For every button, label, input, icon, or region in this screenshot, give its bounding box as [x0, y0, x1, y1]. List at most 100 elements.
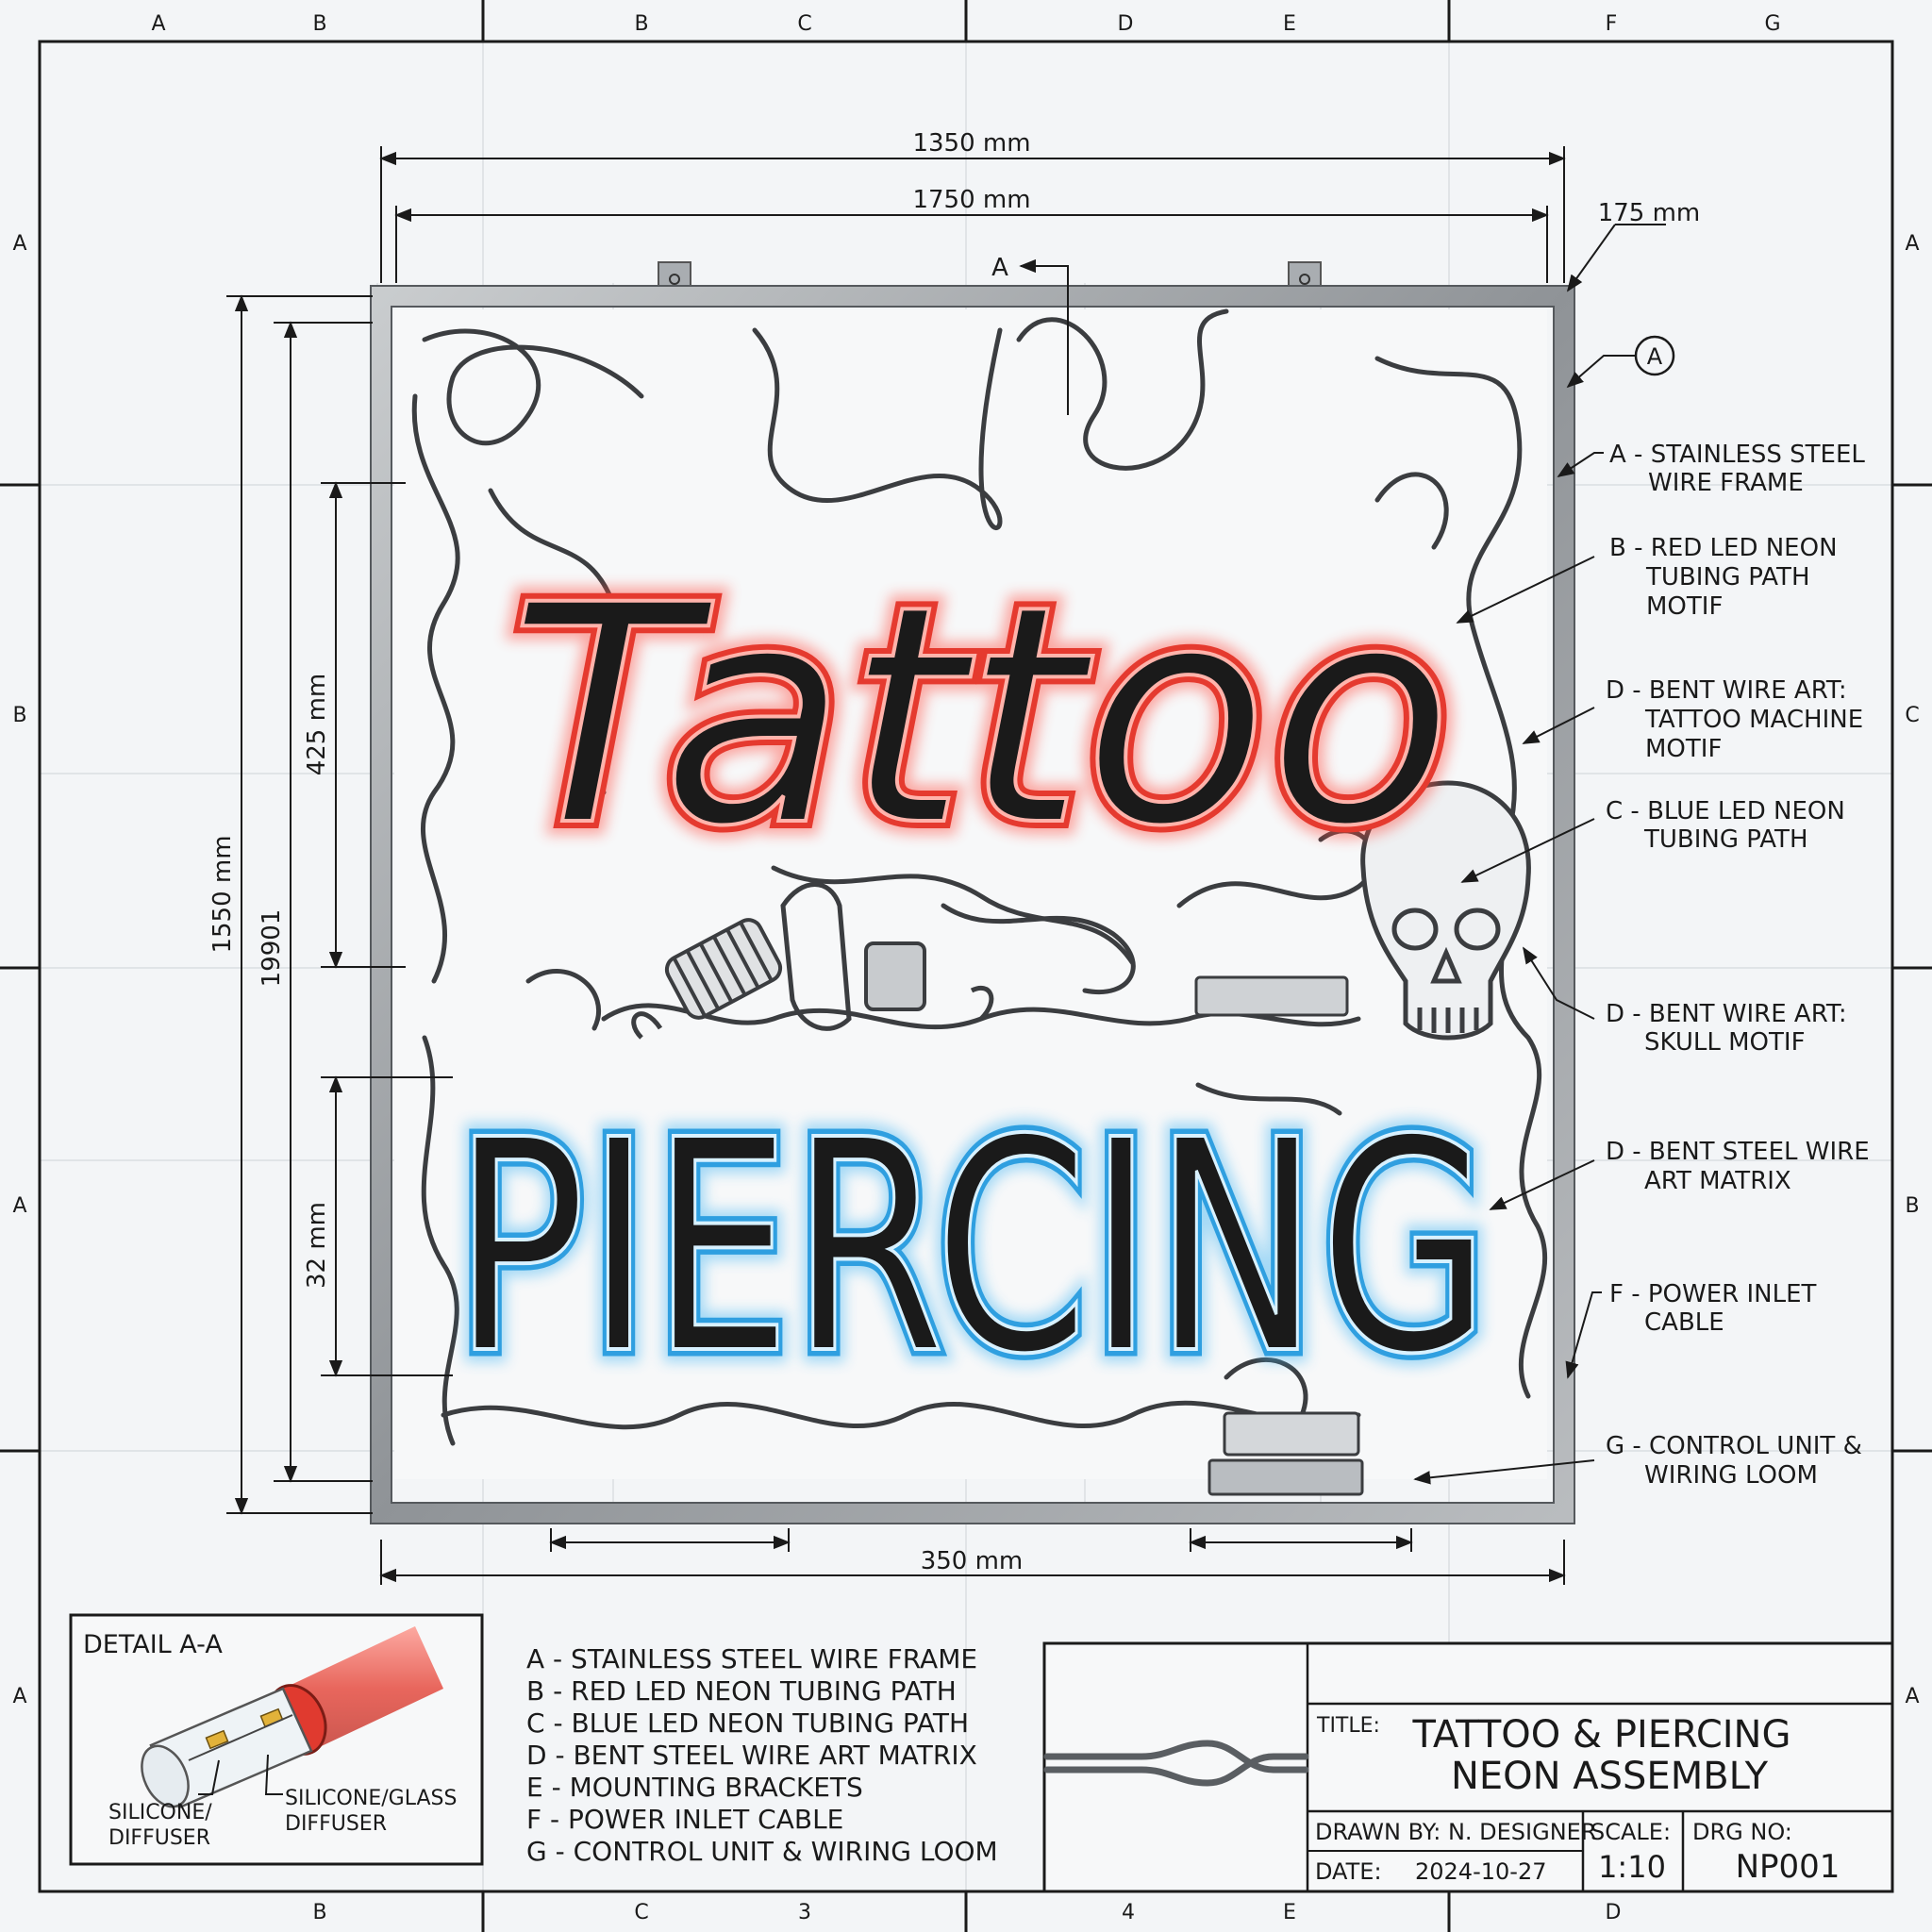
callout-a-line1: A - STAINLESS STEEL — [1609, 441, 1865, 469]
neon-piercing-highlight: PIERCING — [453, 1078, 1491, 1419]
grid-label: 3 — [798, 1901, 811, 1924]
grid-labels-bottom: B C 3 4 E D — [312, 1901, 1621, 1924]
callout-d2-line1: D - BENT WIRE ART: — [1606, 1000, 1847, 1028]
legend-item: A - STAINLESS STEEL WIRE FRAME — [526, 1643, 977, 1674]
callout-leaders — [1413, 452, 1604, 1485]
tube-cross-section — [141, 1626, 443, 1809]
grid-label: E — [1283, 12, 1296, 36]
grid-label: A — [12, 1685, 26, 1708]
callout-d3-line2: ART MATRIX — [1644, 1167, 1791, 1195]
control-unit-lower — [1208, 1411, 1364, 1496]
detail-label-left-1: SILICONE/ — [108, 1801, 212, 1824]
neon-tattoo-glow: Tattoo — [509, 541, 1453, 892]
grid-label: C — [1905, 704, 1919, 727]
callout-d2-line2: SKULL MOTIF — [1644, 1028, 1806, 1057]
grid-label: B — [312, 1901, 326, 1924]
callout-d1-line3: MOTIF — [1645, 735, 1722, 763]
legend-item: D - BENT STEEL WIRE ART MATRIX — [526, 1740, 977, 1771]
grid-labels-left: A B A A — [12, 232, 26, 1708]
grid-label: A — [12, 1194, 26, 1218]
dim-left-inner: 19901 — [258, 909, 286, 988]
grid-label: G — [1764, 12, 1780, 36]
callout-c-line2: TUBING PATH — [1643, 825, 1808, 854]
callout-labels: A - STAINLESS STEEL WIRE FRAME B - RED L… — [1606, 441, 1870, 1490]
neon-piercing: PIERCING PIERCING PIERCING — [440, 1065, 1504, 1432]
grid-label: A — [12, 232, 26, 256]
detail-label-left-2: DIFFUSER — [108, 1826, 210, 1850]
grid-label: A — [1905, 232, 1919, 256]
scale-value: 1:10 — [1598, 1849, 1666, 1885]
detail-title: DETAIL A-A — [83, 1630, 223, 1659]
control-unit-upper — [1194, 975, 1349, 1017]
dimension-lines — [226, 146, 1666, 1585]
neon-tattoo: Tattoo Tattoo Tattoo — [495, 527, 1467, 907]
stainless-steel-wire-frame — [370, 285, 1575, 1524]
callout-d1-line2: TATTOO MACHINE — [1644, 706, 1863, 734]
detail-label-right-1: SILICONE/GLASS — [285, 1787, 457, 1810]
grid-label: A — [1905, 1685, 1919, 1708]
title-line1: TATTOO & PIERCING — [1412, 1713, 1791, 1757]
dim-top-inner: 1750 mm — [912, 186, 1030, 214]
neon-tattoo-highlight: Tattoo — [509, 541, 1453, 892]
legend-item: C - BLUE LED NEON TUBING PATH — [526, 1707, 969, 1739]
twisted-wire-logo — [1043, 1740, 1309, 1787]
grid-label: B — [634, 12, 648, 36]
grid-label: D — [1118, 12, 1134, 36]
grid-label: D — [1606, 1901, 1622, 1924]
grid-label: B — [312, 12, 326, 36]
dim-bottom: 350 mm — [921, 1547, 1024, 1575]
skull-motif — [1360, 780, 1531, 1041]
bent-wire-art-matrix — [411, 308, 1548, 1446]
grid-label: 4 — [1122, 1901, 1135, 1924]
callout-c-line1: C - BLUE LED NEON — [1606, 797, 1845, 825]
dim-left-outer: 1550 mm — [208, 835, 237, 953]
detail-label-right-2: DIFFUSER — [285, 1812, 387, 1836]
callout-f-line1: F - POWER INLET — [1609, 1280, 1817, 1308]
grid-label: C — [797, 12, 811, 36]
callout-b-line3: MOTIF — [1646, 592, 1723, 621]
svg-text:A: A — [1647, 343, 1663, 370]
title-line2: NEON ASSEMBLY — [1451, 1755, 1769, 1798]
grid-label: B — [12, 704, 26, 727]
neon-tattoo-tube: Tattoo — [509, 541, 1453, 892]
neon-piercing-glow: PIERCING — [453, 1078, 1491, 1419]
section-marker: A — [991, 254, 1008, 282]
dim-top-outer: 1350 mm — [912, 129, 1030, 158]
sign-backing-panel — [394, 309, 1547, 1479]
date-value: 2024-10-27 — [1415, 1858, 1546, 1885]
grid-labels-right: A C B A — [1905, 232, 1919, 1708]
legend-item: G - CONTROL UNIT & WIRING LOOM — [526, 1836, 998, 1867]
title-label: TITLE: — [1316, 1714, 1380, 1738]
dim-left-lower: 32 mm — [303, 1202, 331, 1289]
title-block: TITLE: TATTOO & PIERCING NEON ASSEMBLY D… — [1042, 1641, 1894, 1893]
drawn-by: DRAWN BY: N. DESIGNER — [1315, 1819, 1597, 1845]
grid-label: E — [1283, 1901, 1296, 1924]
grid-label: C — [634, 1901, 648, 1924]
grid-label: B — [1905, 1194, 1919, 1218]
scale-label: SCALE: — [1591, 1819, 1671, 1845]
callout-a-line2: WIRE FRAME — [1648, 469, 1804, 497]
dim-left-upper: 425 mm — [303, 674, 331, 776]
callout-d1-line1: D - BENT WIRE ART: — [1606, 676, 1847, 705]
callout-g-line1: G - CONTROL UNIT & — [1606, 1432, 1862, 1460]
drg-value: NP001 — [1736, 1848, 1840, 1886]
callout-f-line2: CABLE — [1644, 1308, 1724, 1337]
tattoo-machine-motif — [631, 882, 994, 1040]
legend-item: F - POWER INLET CABLE — [526, 1804, 843, 1835]
grid-label: F — [1606, 12, 1618, 36]
date-label: DATE: — [1315, 1858, 1382, 1885]
parts-legend: A - STAINLESS STEEL WIRE FRAME B - RED L… — [526, 1643, 998, 1867]
callout-b-line2: TUBING PATH — [1645, 563, 1810, 591]
callout-d3-line1: D - BENT STEEL WIRE — [1606, 1138, 1870, 1166]
drg-label: DRG NO: — [1692, 1819, 1792, 1845]
neon-piercing-tube: PIERCING — [453, 1078, 1491, 1419]
detail-box: DETAIL A-A SILICONE/ DIFFUSER SILICONE/G… — [69, 1613, 484, 1866]
legend-item: B - RED LED NEON TUBING PATH — [526, 1675, 957, 1707]
dim-corner: 175 mm — [1598, 199, 1701, 227]
legend-item: E - MOUNTING BRACKETS — [526, 1772, 863, 1803]
detail-bubble: A — [1566, 335, 1675, 389]
grid-labels-top: A B B C D E F G — [151, 12, 1780, 36]
grid-label: A — [151, 12, 165, 36]
